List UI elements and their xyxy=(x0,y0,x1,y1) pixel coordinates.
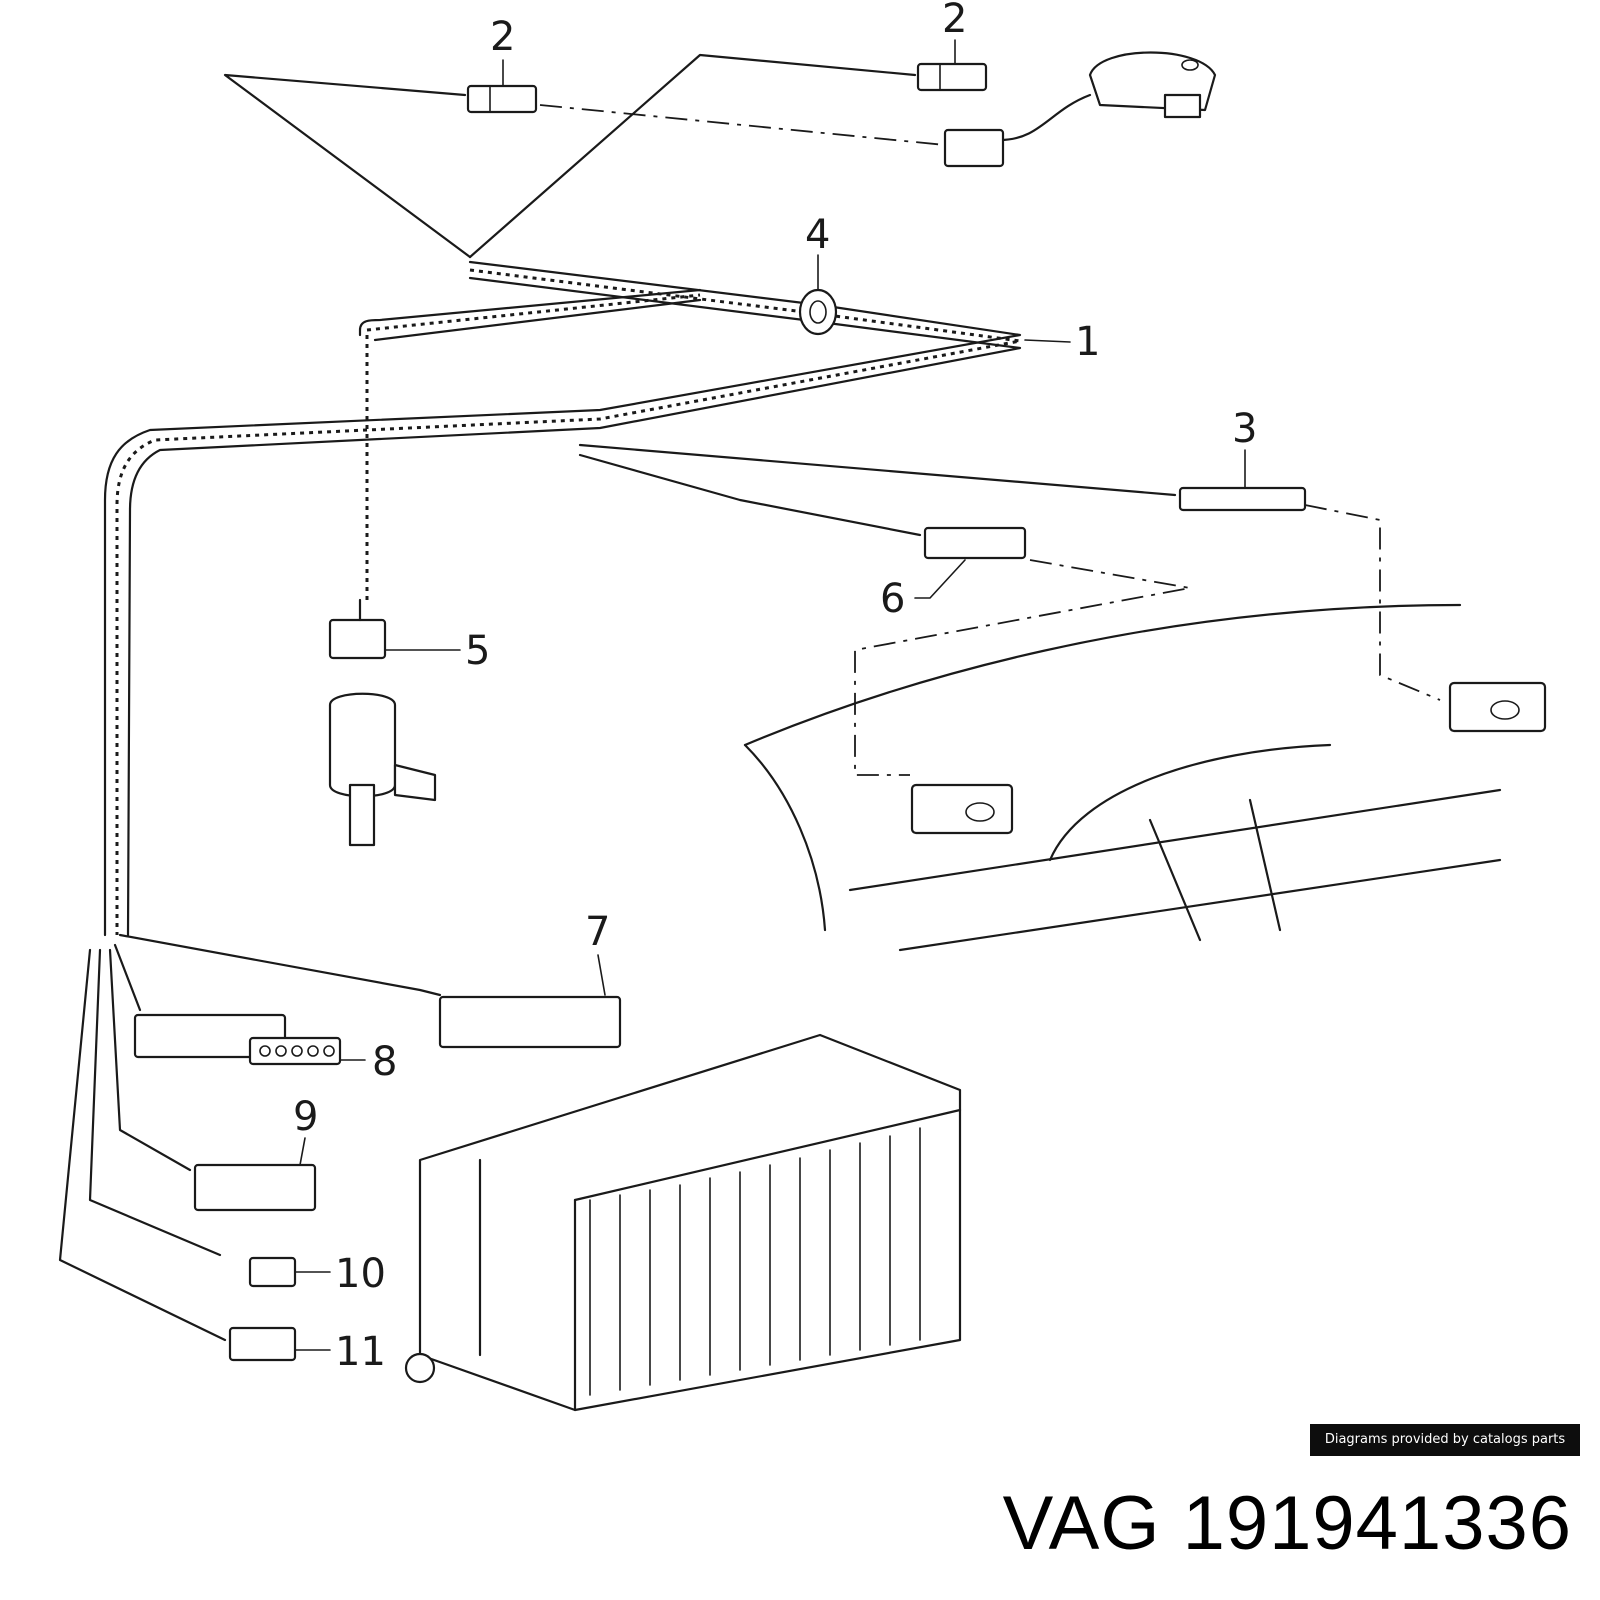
lower-wires xyxy=(58,933,442,1342)
callout-3: 3 xyxy=(1232,406,1257,452)
callout-2: 2 xyxy=(490,14,515,60)
callout-leaders xyxy=(294,39,1246,1351)
grommet-4 xyxy=(798,254,838,336)
leader-dash-3 xyxy=(1304,504,1441,701)
callout-1: 1 xyxy=(1075,319,1100,365)
washer-pump-5 xyxy=(328,598,437,847)
main-harness xyxy=(103,260,1022,937)
callout-9: 9 xyxy=(293,1094,318,1140)
callout-6: 6 xyxy=(880,576,905,622)
mating-connector xyxy=(943,128,1005,168)
connector-10 xyxy=(248,1256,297,1288)
callout-10: 10 xyxy=(335,1251,386,1297)
top-wires xyxy=(223,53,1092,259)
part-number-title: VAG 191941336 xyxy=(1002,1481,1572,1566)
fuse-box xyxy=(404,1033,962,1412)
connector-9 xyxy=(193,1163,317,1212)
callout-8: 8 xyxy=(372,1039,397,1085)
callout-4: 4 xyxy=(805,212,830,258)
callout-5: 5 xyxy=(465,628,490,674)
connector-3 xyxy=(1178,486,1307,512)
leader-dash-connector-2 xyxy=(539,104,946,146)
connector-11 xyxy=(228,1326,297,1362)
credit-banner: Diagrams provided by catalogs parts xyxy=(1310,1424,1580,1456)
connector-8 xyxy=(133,1013,342,1066)
dashboard xyxy=(743,603,1547,952)
connector-6 xyxy=(923,526,1027,560)
callout-2b: 2 xyxy=(942,0,967,42)
lamp-housing xyxy=(1088,51,1217,119)
dash-switch-left xyxy=(910,783,1014,835)
callout-11: 11 xyxy=(335,1329,386,1375)
leader-dash-6 xyxy=(854,559,1191,776)
dash-switch-right xyxy=(1448,681,1547,733)
branch-wires-right xyxy=(578,443,1441,776)
callout-7: 7 xyxy=(585,909,610,955)
connector-2-left xyxy=(466,84,538,114)
connector-7 xyxy=(438,995,622,1049)
connector-2-right xyxy=(916,62,988,92)
